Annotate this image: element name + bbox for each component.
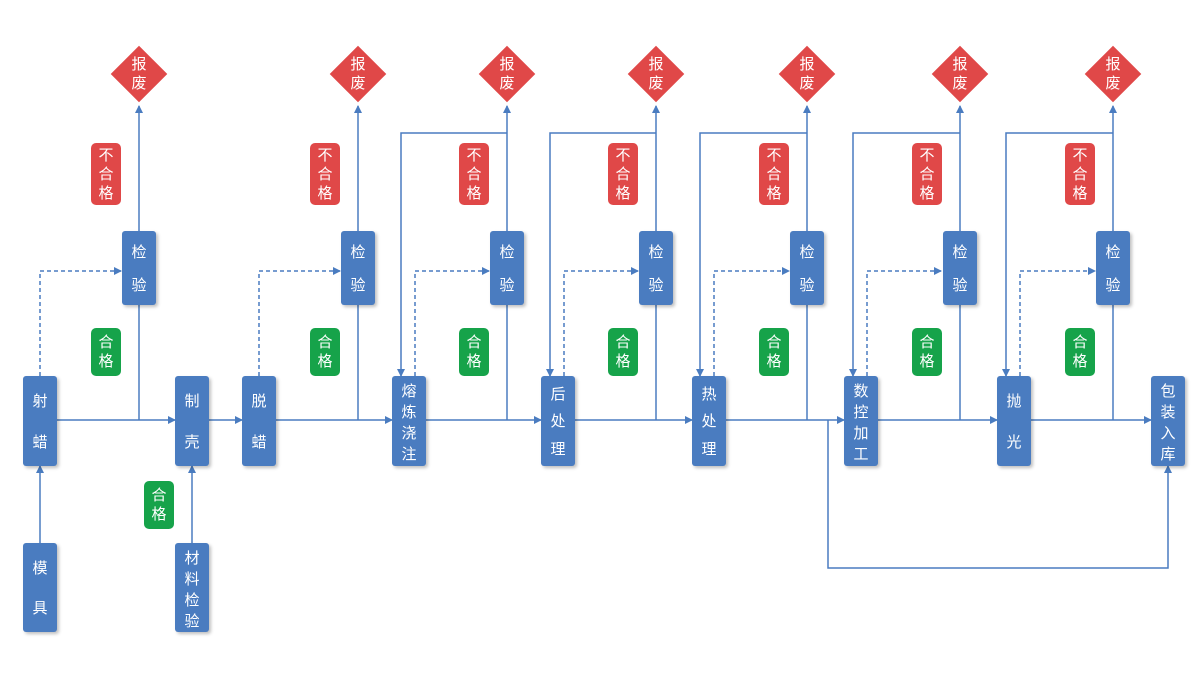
inspect-box: 检验 (943, 231, 977, 305)
pass-tag: 合格 (1065, 328, 1095, 376)
fail-tag: 不合格 (608, 143, 638, 205)
pass-tag: 合格 (608, 328, 638, 376)
inspect-box: 检验 (490, 231, 524, 305)
inspect-box: 检验 (639, 231, 673, 305)
process-melt-cast: 熔 炼 浇 注 (392, 376, 426, 466)
process-polish: 抛 光 (997, 376, 1031, 466)
process-inject-wax: 射 蜡 (23, 376, 57, 466)
pass-tag: 合格 (91, 328, 121, 376)
process-heat-treat: 热 处 理 (692, 376, 726, 466)
bypass-arrow (827, 420, 1172, 569)
scrap-diamond: 报废 (778, 45, 836, 103)
pass-tag: 合格 (310, 328, 340, 376)
inspect-box: 检验 (122, 231, 156, 305)
pass-tag: 合格 (759, 328, 789, 376)
fail-tag: 不合格 (459, 143, 489, 205)
scrap-diamond: 报废 (329, 45, 387, 103)
fail-tag: 不合格 (310, 143, 340, 205)
process-dewax: 脱 蜡 (242, 376, 276, 466)
fail-tag: 不合格 (759, 143, 789, 205)
scrap-diamond: 报废 (627, 45, 685, 103)
fail-tag: 不合格 (1065, 143, 1095, 205)
process-pack-store: 包 装 入 库 (1151, 376, 1185, 466)
scrap-diamond: 报废 (931, 45, 989, 103)
fail-tag: 不合格 (912, 143, 942, 205)
pass-tag: 合格 (459, 328, 489, 376)
process-post-process: 后 处 理 (541, 376, 575, 466)
inspect-box: 检验 (790, 231, 824, 305)
pass-tag: 合格 (912, 328, 942, 376)
process-mold: 模 具 (23, 543, 57, 632)
process-material-check: 材 料 检 验 (175, 543, 209, 632)
process-make-shell: 制 壳 (175, 376, 209, 466)
scrap-diamond: 报废 (1084, 45, 1142, 103)
process-cnc: 数 控 加 工 (844, 376, 878, 466)
fail-tag: 不合格 (91, 143, 121, 205)
inspect-box: 检验 (1096, 231, 1130, 305)
scrap-diamond: 报废 (478, 45, 536, 103)
inspect-box: 检验 (341, 231, 375, 305)
pass-tag: 合格 (144, 481, 174, 529)
scrap-diamond: 报废 (110, 45, 168, 103)
